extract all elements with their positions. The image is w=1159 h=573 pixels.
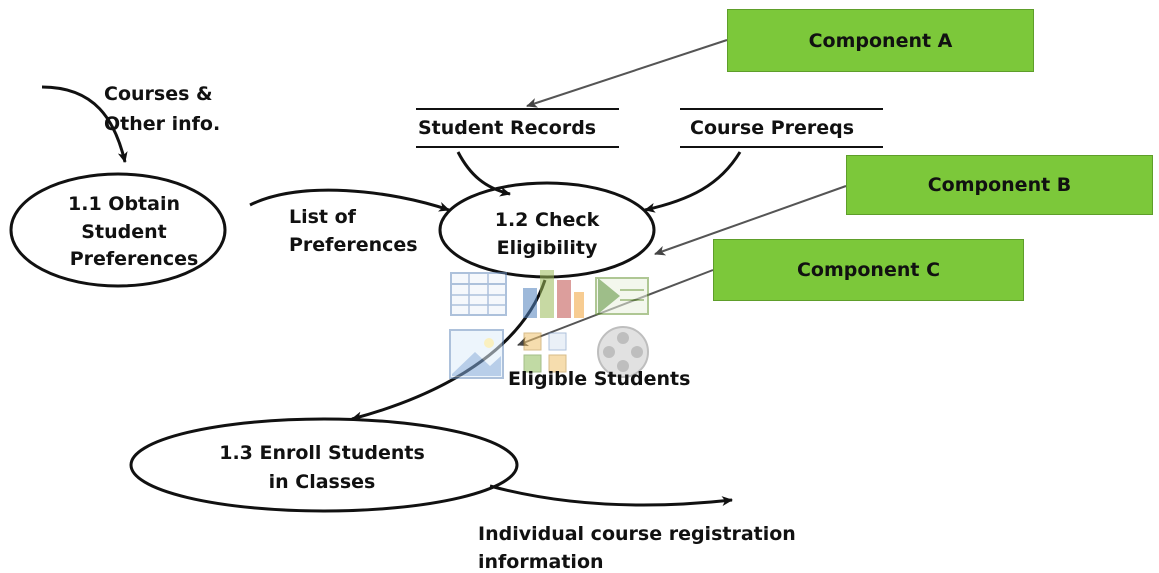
smartart-icon — [523, 332, 567, 373]
svg-text:Individual course registration: Individual course registration informatio… — [478, 523, 796, 573]
process-1-2-line2: Eligibility — [497, 237, 598, 259]
flow-1-2-to-1-3 — [351, 279, 547, 422]
picture-icon — [449, 329, 504, 379]
flow-label-eligible: Eligible Students — [508, 368, 690, 390]
content-placeholder-icons — [449, 270, 649, 379]
component-a-label: Component A — [808, 29, 953, 52]
process-1-3-line2: in Classes — [269, 471, 376, 493]
pointer-component-b — [654, 185, 847, 256]
data-store-course-prereqs: Course Prereqs — [680, 108, 883, 148]
process-1-3 — [129, 417, 519, 513]
flow-1-1-to-1-2 — [249, 188, 450, 212]
process-1-2-line1: 1.2 Check — [495, 209, 600, 231]
media-icon — [597, 326, 649, 378]
component-b-label: Component B — [927, 174, 1072, 196]
component-b-box: Component B — [846, 155, 1153, 215]
pointer-component-a — [526, 39, 728, 108]
course-prereqs-label: Course Prereqs — [690, 117, 854, 139]
svg-text:Courses &Other info.: Courses & Other info. — [104, 83, 220, 135]
flow-label-list-1: List of — [289, 206, 357, 228]
student-records-label: Student Records — [418, 117, 596, 139]
flow-external-to-1-1 — [41, 85, 128, 163]
flow-label-courses-1: Courses & — [104, 83, 213, 105]
flow-1-3-to-external — [489, 484, 733, 507]
flow-course-prereqs-to-1-2 — [644, 151, 742, 213]
process-1-1-line1: 1.1 Obtain — [68, 193, 180, 215]
table-icon — [450, 272, 507, 316]
flow-label-courses-2: Other info. — [104, 113, 220, 135]
component-c-box: Component C — [713, 239, 1024, 301]
component-c-label: Component C — [796, 259, 941, 281]
flow-label-registration-1: Individual course registration — [478, 523, 796, 545]
data-store-student-records: Student Records — [416, 108, 619, 148]
process-1-1-line2: Student — [81, 221, 166, 243]
process-1-1-line3: Preferences — [70, 248, 199, 270]
bar-chart-icon — [523, 270, 584, 318]
spreadsheet-icon — [595, 277, 649, 315]
flow-label-registration-2: information — [478, 551, 604, 573]
process-1-3-line1: 1.3 Enroll Students — [219, 442, 425, 464]
process-1-1 — [9, 172, 227, 288]
flow-student-records-to-1-2 — [456, 151, 511, 197]
flow-label-list-2: Preferences — [289, 234, 418, 256]
component-a-box: Component A — [727, 9, 1034, 72]
